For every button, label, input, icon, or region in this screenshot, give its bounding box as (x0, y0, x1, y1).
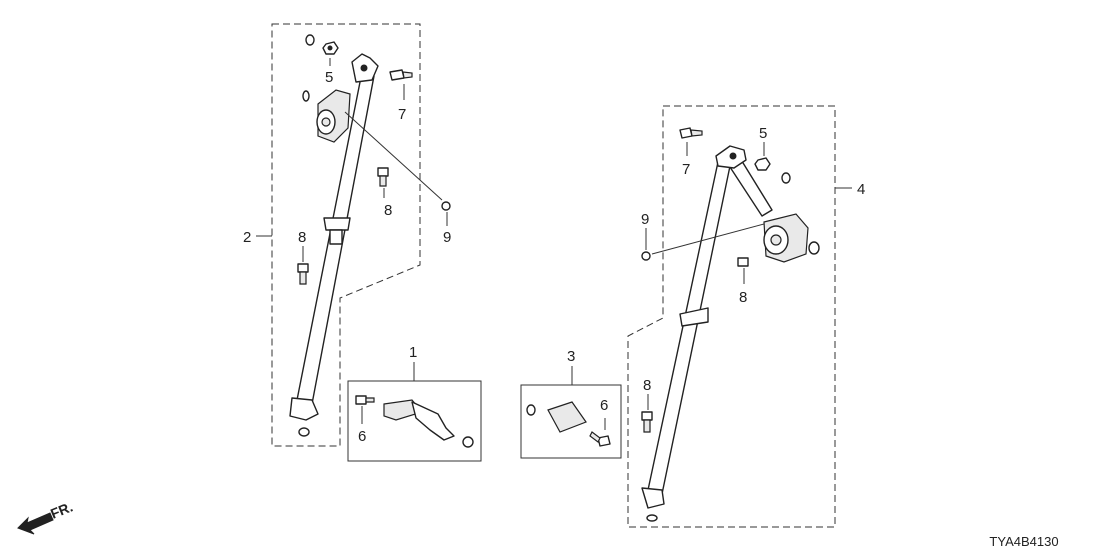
buckle-1-strap (411, 401, 455, 441)
right-belt-guide (679, 307, 709, 327)
left-bolt-8a (377, 167, 389, 177)
right-bolt-8a (737, 257, 749, 267)
front-arrow-icon (17, 512, 54, 535)
callout-7-right: 7 (682, 161, 690, 178)
callout-3: 3 (567, 348, 575, 365)
buckle-1-group (347, 362, 482, 462)
callout-8-right-b: 8 (643, 377, 651, 394)
callout-5-right: 5 (759, 125, 767, 142)
left-bolt-7 (389, 69, 405, 81)
callout-5-left: 5 (325, 69, 333, 86)
buckle-1-box (347, 380, 482, 462)
diagram-code: TYA4B4130 (989, 534, 1058, 549)
left-screw-9 (441, 201, 451, 211)
callout-7-left: 7 (398, 106, 406, 123)
buckle-3-box (520, 384, 622, 459)
callout-9-right: 9 (641, 211, 649, 228)
right-washer (781, 172, 791, 184)
left-washer-2 (302, 90, 310, 102)
right-lower-anchor (641, 487, 665, 509)
left-seat-belt-group (271, 23, 451, 447)
left-assembly-boundary (271, 23, 421, 447)
right-retractor-washer (808, 241, 820, 255)
callout-1: 1 (409, 344, 417, 361)
buckle-1-washer (462, 436, 474, 448)
right-bolt-8b (641, 411, 653, 421)
callout-6-left: 6 (358, 428, 366, 445)
callout-6-right: 6 (600, 397, 608, 414)
front-label: FR. (48, 498, 75, 521)
buckle-3-washer (526, 404, 536, 416)
left-lower-anchor (289, 397, 319, 421)
callout-9-left: 9 (443, 229, 451, 246)
buckle-3-group (520, 366, 622, 459)
right-bolt-7 (679, 127, 693, 139)
left-washer (305, 34, 315, 46)
callout-2: 2 (243, 229, 251, 246)
left-belt-guide (323, 217, 351, 231)
right-belt-webbing (647, 161, 731, 495)
right-assembly-boundary (627, 105, 836, 528)
callout-8-left-a: 8 (384, 202, 392, 219)
buckle-3-body (547, 401, 587, 433)
callout-8-left-b: 8 (298, 229, 306, 246)
right-seat-belt-group (627, 105, 836, 528)
left-bolt-8b (297, 263, 309, 273)
right-screw-9 (641, 251, 651, 261)
front-direction-indicator: FR. (17, 498, 75, 535)
callout-8-right-a: 8 (739, 289, 747, 306)
callout-4: 4 (857, 181, 865, 198)
right-nut-5 (754, 157, 771, 171)
